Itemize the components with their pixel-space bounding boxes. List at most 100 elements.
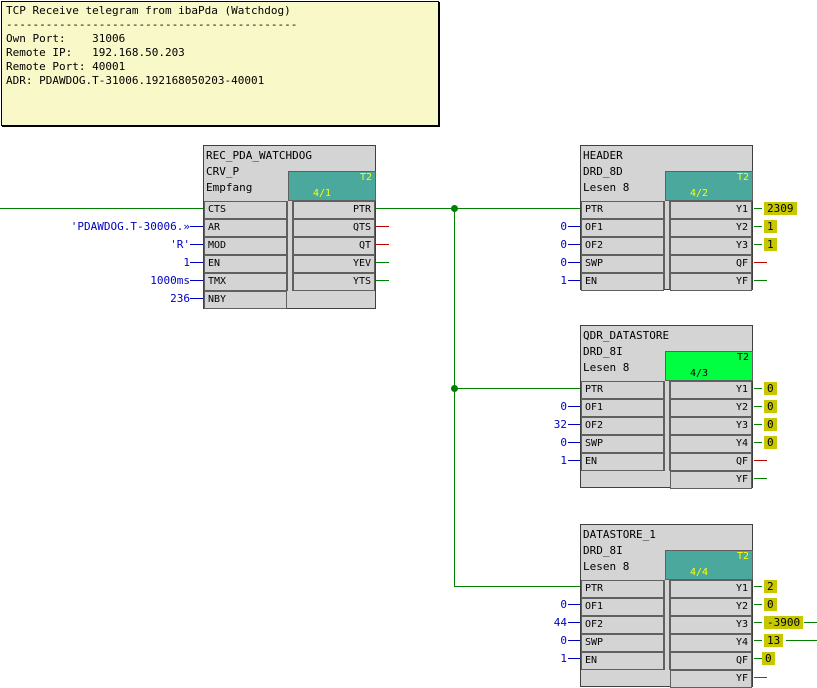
- pin-swp[interactable]: SWP: [581, 255, 664, 273]
- block-divider: [664, 381, 670, 471]
- input-value-of1[interactable]: 0: [560, 400, 567, 413]
- block-divider: [664, 201, 670, 289]
- output-value-y3[interactable]: 1: [764, 238, 777, 251]
- junction-dot: [451, 205, 458, 212]
- pin-cts[interactable]: CTS: [204, 201, 287, 219]
- pin-y2[interactable]: Y2: [670, 219, 752, 237]
- pin-qts[interactable]: QTS: [293, 219, 375, 237]
- comment-line: Remote Port: 40001: [6, 60, 126, 73]
- run-sequence: 4/1: [313, 188, 332, 199]
- comment-line: Remote IP: 192.168.50.203: [6, 46, 185, 59]
- output-value-y4[interactable]: 0: [764, 436, 777, 449]
- pin-of2[interactable]: OF2: [581, 417, 664, 435]
- input-value-en[interactable]: 1: [183, 256, 190, 269]
- pin-y4[interactable]: Y4: [670, 435, 752, 453]
- pin-tmx[interactable]: TMX: [204, 273, 287, 291]
- output-value-y3[interactable]: -3900: [764, 616, 804, 629]
- output-value-y2[interactable]: 0: [764, 598, 777, 611]
- block-header[interactable]: HEADER DRD_8D Lesen 8 T2 4/2 PTR OF1 OF2…: [580, 145, 753, 291]
- pin-ptr[interactable]: PTR: [581, 580, 664, 598]
- pin-ptr[interactable]: PTR: [293, 201, 375, 219]
- run-sequence: 4/4: [690, 567, 709, 578]
- output-value-y1[interactable]: 0: [764, 382, 777, 395]
- output-value-y1[interactable]: 2309: [764, 202, 797, 215]
- input-value-of2[interactable]: 0: [560, 238, 567, 251]
- input-value-en[interactable]: 1: [560, 454, 567, 467]
- input-value-swp[interactable]: 0: [560, 436, 567, 449]
- block-qdr-datastore[interactable]: QDR_DATASTORE DRD_8I Lesen 8 T2 4/3 PTR …: [580, 325, 753, 489]
- run-sequence: 4/3: [690, 368, 709, 379]
- pin-en[interactable]: EN: [204, 255, 287, 273]
- block-run-header[interactable]: T2 4/3: [665, 351, 753, 381]
- pin-yts[interactable]: YTS: [293, 273, 375, 291]
- input-value-en[interactable]: 1: [560, 652, 567, 665]
- pin-qt[interactable]: QT: [293, 237, 375, 255]
- input-value-of2[interactable]: 32: [553, 418, 567, 431]
- input-value-swp[interactable]: 0: [560, 256, 567, 269]
- pin-swp[interactable]: SWP: [581, 634, 664, 652]
- input-value-mod[interactable]: 'R': [170, 238, 190, 251]
- block-run-header[interactable]: T2 4/2: [665, 171, 753, 201]
- pin-y1[interactable]: Y1: [670, 381, 752, 399]
- pin-y2[interactable]: Y2: [670, 598, 752, 616]
- block-name: REC_PDA_WATCHDOG: [206, 149, 312, 162]
- pin-y3[interactable]: Y3: [670, 237, 752, 255]
- pin-y3[interactable]: Y3: [670, 616, 752, 634]
- output-value-y1[interactable]: 2: [764, 580, 777, 593]
- block-datastore-1[interactable]: DATASTORE_1 DRD_8I Lesen 8 T2 4/4 PTR OF…: [580, 524, 753, 688]
- input-value-of1[interactable]: 0: [560, 220, 567, 233]
- pin-yf[interactable]: YF: [670, 273, 752, 291]
- pin-y1[interactable]: Y1: [670, 580, 752, 598]
- pin-swp[interactable]: SWP: [581, 435, 664, 453]
- pin-en[interactable]: EN: [581, 652, 664, 670]
- pin-ptr[interactable]: PTR: [581, 381, 664, 399]
- block-rec-pda-watchdog[interactable]: REC_PDA_WATCHDOG CRV_P Empfang T2 4/1 CT…: [203, 145, 376, 309]
- input-value-of2[interactable]: 44: [553, 616, 567, 629]
- pin-y3[interactable]: Y3: [670, 417, 752, 435]
- block-comment: Lesen 8: [583, 361, 630, 374]
- pin-y1[interactable]: Y1: [670, 201, 752, 219]
- pin-yf[interactable]: YF: [670, 670, 752, 688]
- output-value-y4[interactable]: 13: [764, 634, 784, 647]
- block-divider: [287, 201, 293, 291]
- input-value-of1[interactable]: 0: [560, 598, 567, 611]
- block-run-header[interactable]: T2 4/4: [665, 550, 753, 580]
- input-value-ar[interactable]: 'PDAWDOG.T-30006.»: [70, 220, 190, 233]
- output-value-qf[interactable]: 0: [762, 652, 775, 665]
- pin-qf[interactable]: QF: [670, 453, 752, 471]
- block-comment: Lesen 8: [583, 560, 630, 573]
- pin-nby[interactable]: NBY: [204, 291, 287, 309]
- input-value-tmx[interactable]: 1000ms: [150, 274, 190, 287]
- comment-box[interactable]: TCP Receive telegram from ibaPda (Watchd…: [1, 1, 439, 126]
- pin-mod[interactable]: MOD: [204, 237, 287, 255]
- block-run-header[interactable]: T2 4/1: [288, 171, 376, 201]
- pin-en[interactable]: EN: [581, 453, 664, 471]
- input-value-swp[interactable]: 0: [560, 634, 567, 647]
- pin-y4[interactable]: Y4: [670, 634, 752, 652]
- pin-ptr[interactable]: PTR: [581, 201, 664, 219]
- block-type: CRV_P: [206, 165, 240, 178]
- output-value-y2[interactable]: 1: [764, 220, 777, 233]
- output-value-y2[interactable]: 0: [764, 400, 777, 413]
- pin-yev[interactable]: YEV: [293, 255, 375, 273]
- run-sequence: 4/2: [690, 188, 709, 199]
- pin-qf[interactable]: QF: [670, 255, 752, 273]
- pin-ar[interactable]: AR: [204, 219, 287, 237]
- pin-qf[interactable]: QF: [670, 652, 752, 670]
- task-label: T2: [736, 172, 749, 183]
- pin-of2[interactable]: OF2: [581, 616, 664, 634]
- task-label: T2: [736, 551, 749, 562]
- pin-of1[interactable]: OF1: [581, 598, 664, 616]
- pin-en[interactable]: EN: [581, 273, 664, 291]
- pin-yf[interactable]: YF: [670, 471, 752, 489]
- pin-of1[interactable]: OF1: [581, 399, 664, 417]
- input-value-en[interactable]: 1: [560, 274, 567, 287]
- pin-y2[interactable]: Y2: [670, 399, 752, 417]
- output-value-y3[interactable]: 0: [764, 418, 777, 431]
- block-comment: Lesen 8: [583, 181, 630, 194]
- input-value-nby[interactable]: 236: [170, 292, 190, 305]
- comment-line: ----------------------------------------…: [6, 18, 298, 31]
- pin-of1[interactable]: OF1: [581, 219, 664, 237]
- pin-of2[interactable]: OF2: [581, 237, 664, 255]
